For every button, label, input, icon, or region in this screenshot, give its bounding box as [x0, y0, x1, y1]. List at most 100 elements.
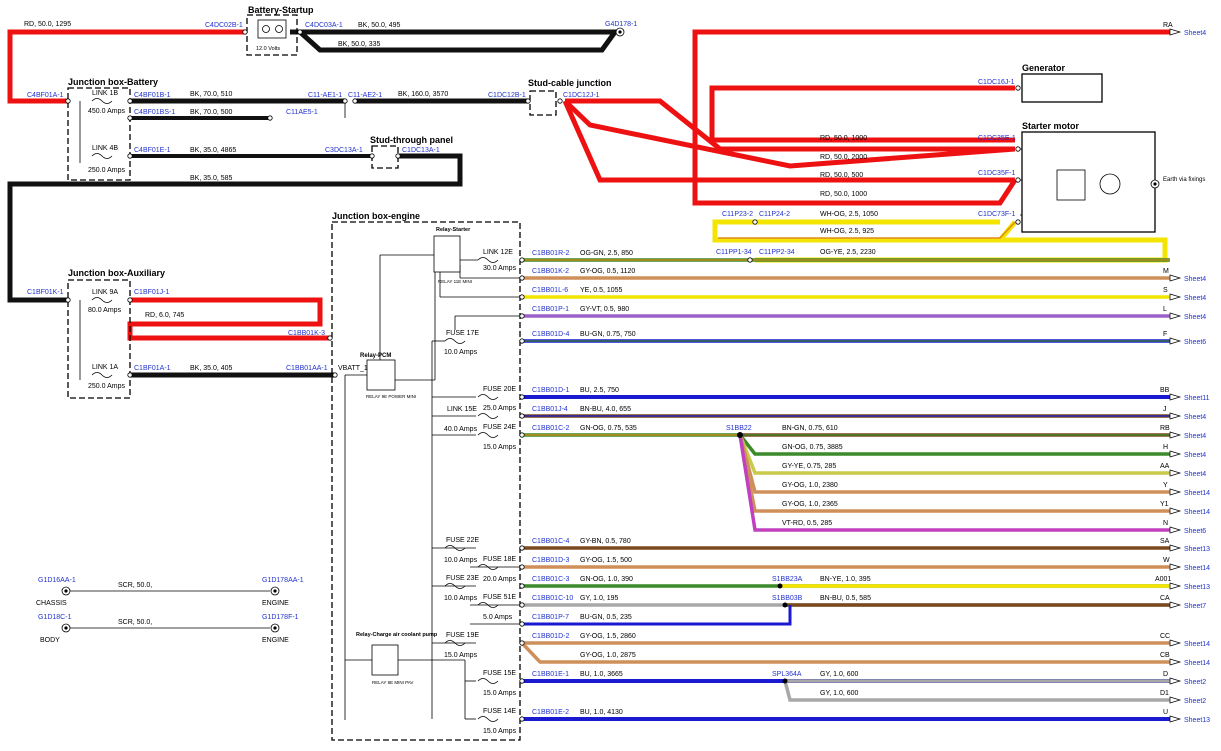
wire-label: RD, 50.0, 2000	[820, 154, 867, 161]
sheet-link[interactable]: Sheet14	[1184, 509, 1210, 516]
sheet-link[interactable]: Sheet11	[1184, 395, 1210, 402]
relay-pcm	[366, 359, 396, 391]
sheet-link[interactable]: Sheet4	[1184, 295, 1206, 302]
fuse-rating: 20.0 Amps	[483, 576, 517, 583]
fuse-name: LINK 9A	[92, 289, 118, 296]
wire-label: GY-OG, 1.0, 2875	[580, 652, 636, 659]
ref-label: S	[1163, 287, 1168, 294]
relay-pcm-sub: RELAY 9E POWER MINI	[366, 394, 416, 399]
sheet-link[interactable]: Sheet2	[1184, 679, 1206, 686]
ref-label: A001	[1155, 576, 1171, 583]
wire-rd-6	[127, 297, 330, 341]
signal-wires	[520, 258, 1170, 721]
sheet-link[interactable]: Sheet6	[1184, 528, 1206, 535]
wire-label: WH-OG, 2.5, 925	[820, 228, 874, 235]
conn-c11ae2: C11-AE2-1	[348, 92, 382, 99]
wire-label: BK, 50.0, 335	[338, 41, 381, 48]
fuse-name: FUSE 15E	[483, 670, 516, 677]
wire-label: BK, 35.0, 4865	[190, 147, 236, 154]
generator-box	[1021, 73, 1103, 103]
fuse-name: LINK 1A	[92, 364, 118, 371]
sheet-link[interactable]: Sheet4	[1184, 30, 1206, 37]
conn-c1bb01p1: C1BB01P-1	[532, 306, 569, 313]
conn-c4dc02b: C4DC02B-1	[205, 22, 243, 29]
sheet-link[interactable]: Sheet13	[1184, 717, 1210, 724]
sheet-link[interactable]: Sheet4	[1184, 276, 1206, 283]
wire-label: BK, 50.0, 495	[358, 22, 401, 29]
sheet-link[interactable]: Sheet14	[1184, 565, 1210, 572]
fuse-name: FUSE 18E	[483, 556, 516, 563]
starter-motor-icon	[1099, 173, 1121, 195]
fuse-name: LINK 12E	[483, 249, 513, 256]
title-stud-through: Stud-through panel	[370, 135, 453, 145]
sheet-link[interactable]: Sheet14	[1184, 660, 1210, 667]
conn-g1d178aa: G1D178AA-1	[262, 577, 304, 584]
conn-c4bf01b: C4BF01B-1	[134, 92, 171, 99]
wire-label: RD, 50.0, 500	[820, 172, 863, 179]
power-wires	[7, 29, 1170, 378]
sheet-link[interactable]: Sheet14	[1184, 490, 1210, 497]
fuse-symbols	[91, 98, 499, 722]
title-jb-aux: Junction box-Auxiliary	[68, 268, 165, 278]
conn-c1bb01e1: C1BB01E-1	[532, 671, 569, 678]
title-generator: Generator	[1022, 63, 1066, 73]
wire-label: RD, 50.0, 1000	[820, 191, 867, 198]
wire-label: BN-BU, 4.0, 655	[580, 406, 631, 413]
wire-label: BU-GN, 0.75, 750	[580, 331, 636, 338]
title-relay-charge: Relay-Charge air coolant pump	[356, 632, 438, 638]
wire-rd-starter-1	[565, 98, 1015, 152]
sheet-link[interactable]: Sheet4	[1184, 433, 1206, 440]
fuse-name: FUSE 20E	[483, 386, 516, 393]
fuse-rating: 40.0 Amps	[444, 426, 478, 433]
sheet-link[interactable]: Sheet4	[1184, 414, 1206, 421]
sheet-link[interactable]: Sheet14	[1184, 641, 1210, 648]
conn-c1dc12b: C1DC12B-1	[488, 92, 526, 99]
ref-label: AA	[1160, 463, 1170, 470]
wire-label: RD, 6.0, 745	[145, 312, 184, 319]
fuse-rating: 30.0 Amps	[483, 265, 517, 272]
ref-label: M	[1163, 268, 1169, 275]
sheet-link[interactable]: Sheet6	[1184, 339, 1206, 346]
sheet-link[interactable]: Sheet4	[1184, 471, 1206, 478]
conn-s1bb22: S1BB22	[726, 425, 752, 432]
conn-c11pp1: C11PP1-34	[716, 249, 752, 256]
wire-label: BN-GN, 0.75, 610	[782, 425, 838, 432]
fuse-rating: 5.0 Amps	[483, 614, 513, 621]
ref-label: CB	[1160, 652, 1170, 659]
wire-label: GY-OG, 1.5, 2860	[580, 633, 636, 640]
wire-label: GY-OG, 1.0, 2380	[782, 482, 838, 489]
conn-c1bb01k3: C1BB01K-3	[288, 330, 325, 337]
wire-rd-starter-2	[563, 99, 1016, 169]
component-boxes	[67, 14, 1156, 741]
fuse-rating: 450.0 Amps	[88, 108, 125, 115]
conn-s1bb23a: S1BB23A	[772, 576, 803, 583]
conn-g1d178f: G1D178F-1	[262, 614, 299, 621]
wire-rd-ra	[692, 29, 1170, 206]
conn-c4bf01e: C4BF01E-1	[134, 147, 171, 154]
sheet-link[interactable]: Sheet4	[1184, 452, 1206, 459]
ref-label: F	[1163, 331, 1167, 338]
fuse-rating: 10.0 Amps	[444, 349, 478, 356]
fuse-name: FUSE 51E	[483, 594, 516, 601]
ref-label: L	[1163, 306, 1167, 313]
conn-c1bf01k: C1BF01K-1	[27, 289, 64, 296]
relay-charge-sub: RELAY 8E MINI PAV	[372, 680, 413, 685]
conn-c1bb01j4: C1BB01J-4	[532, 406, 568, 413]
wire-gy-og-2875	[520, 641, 1170, 664]
wire-label: GN-OG, 0.75, 3885	[782, 444, 843, 451]
sheet-link[interactable]: Sheet7	[1184, 603, 1206, 610]
sheet-link[interactable]: Sheet13	[1184, 584, 1210, 591]
conn-c11p23: C11P23-2	[722, 211, 753, 218]
ref-label: CA	[1160, 595, 1170, 602]
sheet-link[interactable]: Sheet4	[1184, 314, 1206, 321]
battery-symbol	[257, 19, 287, 39]
conn-c1dc16j: C1DC16J-1	[978, 79, 1015, 86]
sheet-link[interactable]: Sheet2	[1184, 698, 1206, 705]
sheet-link[interactable]: Sheet13	[1184, 546, 1210, 553]
wire-label: BU, 1.0, 4130	[580, 709, 623, 716]
conn-c1bb01c4: C1BB01C-4	[532, 538, 569, 545]
junction-box-battery	[67, 87, 131, 181]
fuse-name: LINK 15E	[447, 406, 477, 413]
conn-g1d16aa: G1D16AA-1	[38, 577, 76, 584]
wire-label: BK, 35.0, 585	[190, 175, 233, 182]
